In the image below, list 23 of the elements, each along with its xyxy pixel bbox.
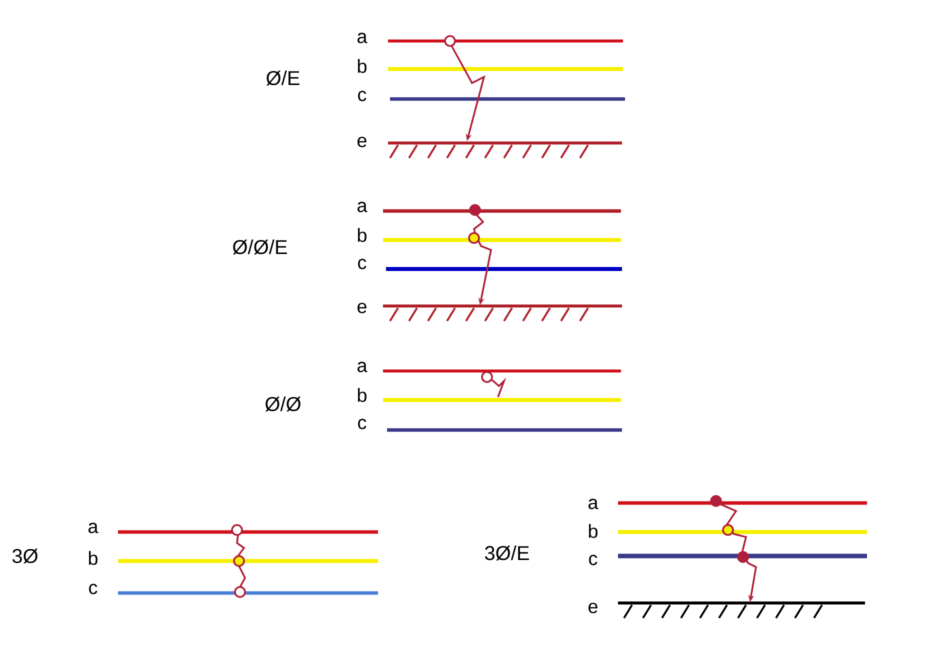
fault-type-label: Ø/E — [266, 70, 300, 86]
conductor-label: a — [588, 498, 598, 510]
fault-type-label: 3Ø — [12, 548, 38, 564]
conductor-label: a — [88, 522, 98, 534]
conductor-label: a — [358, 202, 368, 212]
conductor-label: c — [358, 418, 366, 430]
conductor-label: b — [358, 59, 366, 73]
fault-type-label: Ø/Ø/E — [232, 240, 287, 254]
conductor-label: c — [358, 258, 366, 270]
conductor-label: a — [358, 32, 368, 44]
conductor-label: e — [588, 602, 598, 614]
conductor-label: e — [358, 136, 366, 148]
fault-type-label: Ø/Ø — [265, 396, 301, 412]
fault-type-label: 3Ø/E — [484, 546, 529, 560]
conductor-label: b — [588, 524, 598, 538]
conductor-label: b — [358, 388, 366, 402]
conductor-label: c — [89, 584, 98, 594]
conductor-label: b — [358, 228, 366, 242]
conductor-label: c — [358, 90, 366, 102]
conductor-label: c — [589, 554, 598, 566]
conductor-label: b — [88, 551, 98, 565]
conductor-label: a — [358, 362, 368, 372]
conductor-label: e — [358, 302, 366, 314]
